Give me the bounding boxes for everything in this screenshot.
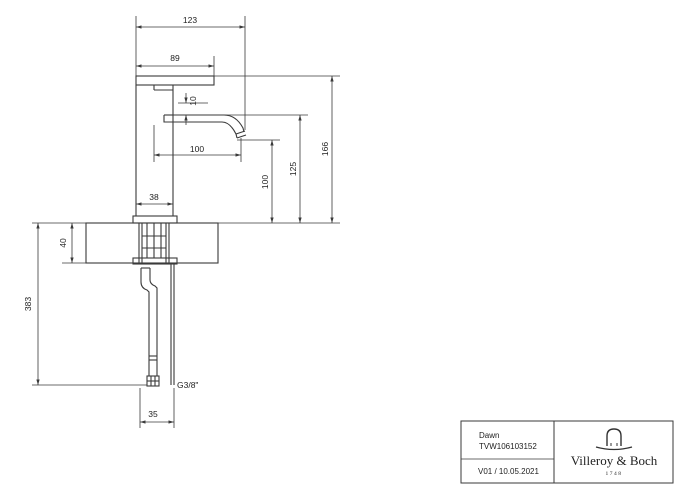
dimension-spout-reach: 100 bbox=[153, 125, 242, 162]
dimension-total-height: 166 bbox=[214, 75, 340, 224]
dimension-below-counter-length: 383 bbox=[23, 222, 147, 386]
product-name: Dawn bbox=[479, 431, 499, 440]
dimension-outlet-height: 125 bbox=[222, 114, 308, 224]
dim-383-label: 383 bbox=[23, 297, 33, 311]
mounting-assembly bbox=[132, 223, 178, 387]
dim-123-label: 123 bbox=[183, 15, 197, 25]
dim-166-label: 166 bbox=[320, 142, 330, 156]
faucet-logo-icon bbox=[595, 428, 633, 451]
dim-10-label: 10 bbox=[188, 96, 198, 106]
dimension-body-width: 38 bbox=[136, 192, 173, 206]
dimension-top-width: 89 bbox=[136, 53, 215, 76]
brand-year: 1748 bbox=[606, 471, 623, 477]
dimension-spout-offset: 10 bbox=[178, 93, 208, 125]
revision-text: V01 / 10.05.2021 bbox=[478, 467, 539, 476]
dimension-counter-thickness: 40 bbox=[58, 223, 86, 264]
countertop bbox=[85, 222, 219, 264]
dim-100-vertical-label: 100 bbox=[260, 175, 270, 189]
dim-35-label: 35 bbox=[148, 409, 158, 419]
brand-name: Villeroy & Boch bbox=[571, 453, 658, 468]
dimension-overall-width: 123 bbox=[135, 15, 246, 130]
dim-40-label: 40 bbox=[58, 238, 68, 248]
dim-89-label: 89 bbox=[170, 53, 180, 63]
article-number: TVW106103152 bbox=[479, 442, 537, 451]
dim-125-label: 125 bbox=[288, 162, 298, 176]
dimension-connection-thread: G3/8" bbox=[177, 380, 198, 390]
title-block: Dawn TVW106103152 V01 / 10.05.2021 Ville… bbox=[460, 420, 674, 484]
dimension-hose-width: 35 bbox=[139, 388, 175, 428]
dimension-spout-height: 100 bbox=[218, 139, 280, 224]
dim-38-label: 38 bbox=[149, 192, 159, 202]
thread-label: G3/8" bbox=[177, 380, 198, 390]
dim-100-horizontal-label: 100 bbox=[190, 144, 204, 154]
